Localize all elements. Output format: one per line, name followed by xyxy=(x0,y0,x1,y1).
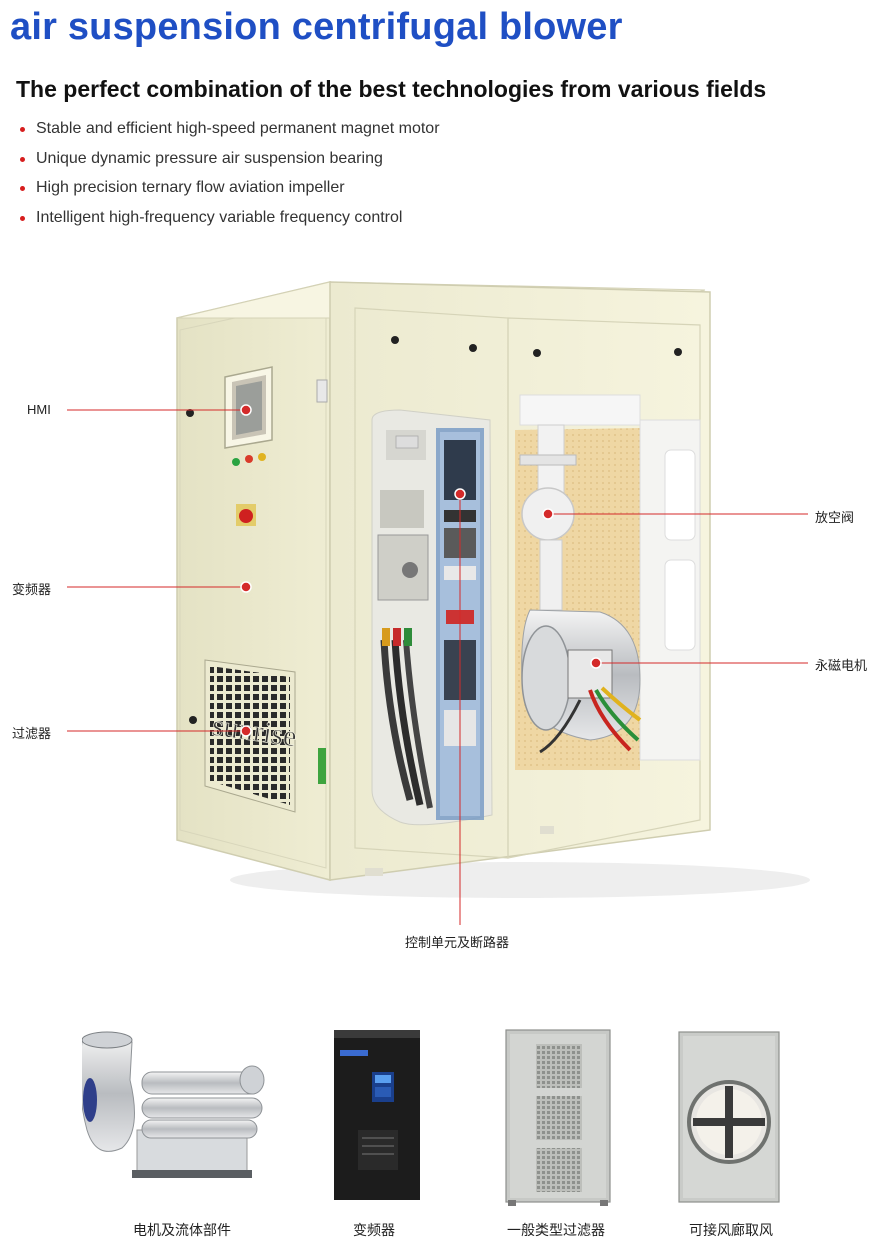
feature-text: Unique dynamic pressure air suspension b… xyxy=(36,149,383,167)
bullet-icon xyxy=(20,215,25,221)
feature-text: Stable and efficient high-speed permanen… xyxy=(36,120,440,137)
product-motor-fluid-parts: 电机及流体部件 xyxy=(82,1020,282,1256)
page-title: air suspension centrifugal blower xyxy=(10,6,623,48)
bullet-icon xyxy=(20,186,25,191)
bullet-icon xyxy=(20,156,25,162)
callout-hmi: HMI xyxy=(27,402,51,417)
product-row: 电机及流体部件 变频器 一般类型过滤器 xyxy=(0,1020,880,1256)
brand-mark: sunrise xyxy=(210,709,299,754)
product-air-corridor-intake: 可接风廊取风 xyxy=(631,1020,831,1256)
feature-text: High precision ternary flow aviation imp… xyxy=(36,179,345,196)
feature-item: Unique dynamic pressure air suspension b… xyxy=(20,148,440,178)
feature-list: Stable and efficient high-speed permanen… xyxy=(20,118,440,236)
air-corridor-intake-icon xyxy=(678,1031,780,1203)
callout-vent-valve: 放空阀 xyxy=(815,510,855,525)
callout-pm-motor: 永磁电机 xyxy=(815,658,868,673)
product-caption: 电机及流体部件 xyxy=(133,1222,231,1238)
product-inverter: 变频器 xyxy=(274,1020,474,1256)
general-filter-icon xyxy=(505,1029,611,1206)
product-caption: 变频器 xyxy=(353,1222,395,1238)
product-caption: 一般类型过滤器 xyxy=(507,1222,605,1238)
product-general-filter: 一般类型过滤器 xyxy=(456,1020,656,1256)
page-subtitle: The perfect combination of the best tech… xyxy=(16,76,767,102)
callout-control-unit: 控制单元及断路器 xyxy=(405,935,510,950)
feature-item: Intelligent high-frequency variable freq… xyxy=(20,207,440,237)
feature-text: Intelligent high-frequency variable freq… xyxy=(36,208,403,226)
callout-inverter: 变频器 xyxy=(12,582,52,597)
callout-filter: 过滤器 xyxy=(12,726,52,741)
bullet-icon xyxy=(20,127,25,132)
feature-item: High precision ternary flow aviation imp… xyxy=(20,177,440,207)
feature-item: Stable and efficient high-speed permanen… xyxy=(20,118,440,148)
product-caption: 可接风廊取风 xyxy=(689,1222,773,1238)
inverter-unit-icon xyxy=(334,1030,420,1200)
motor-fluid-parts-icon xyxy=(82,1031,265,1178)
